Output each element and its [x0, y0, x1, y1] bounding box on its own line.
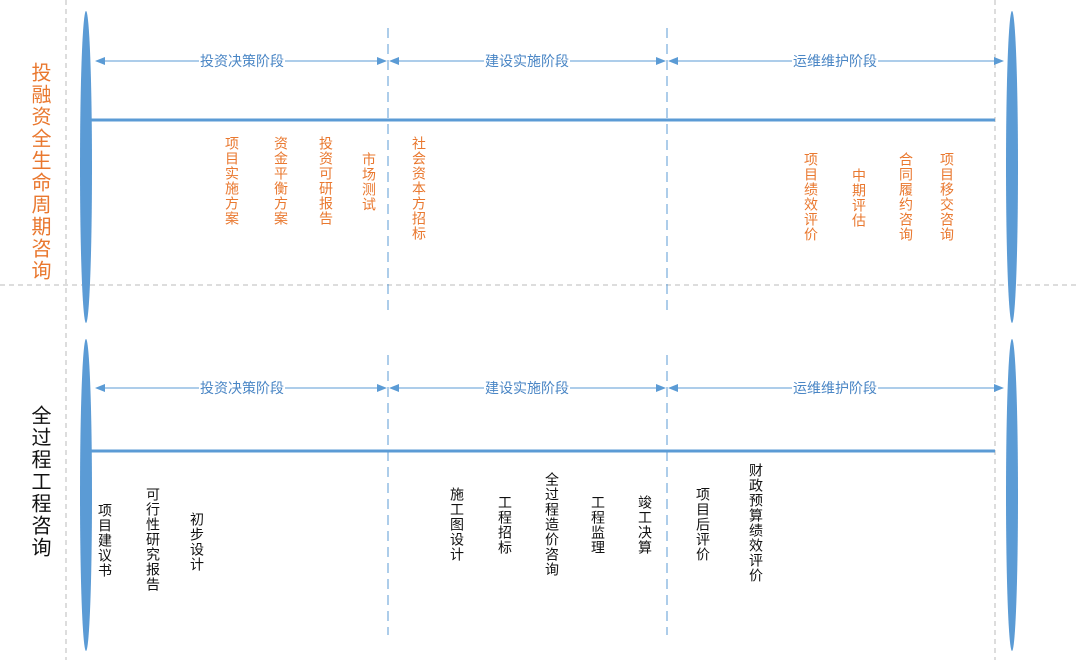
top-item: 项目实施方案 [223, 136, 239, 226]
bottom-item: 工程监理 [589, 495, 605, 555]
bottom-item: 施工图设计 [448, 487, 464, 562]
left-ellipse-bottom [80, 339, 92, 651]
bottom-item: 可行性研究报告 [144, 487, 160, 592]
phase-label: 建设实施阶段 [484, 51, 570, 71]
left-ellipse-top [80, 11, 92, 323]
bottom-item: 项目建议书 [96, 503, 112, 578]
phase-label: 投资决策阶段 [199, 51, 285, 71]
bottom-item: 初步设计 [188, 512, 204, 572]
top-item: 资金平衡方案 [272, 136, 288, 226]
right-ellipse-top [1006, 11, 1018, 323]
top-item: 合同履约咨询 [897, 152, 913, 242]
phase-label: 投资决策阶段 [199, 378, 285, 398]
phase-label: 运维维护阶段 [792, 51, 878, 71]
phase-label: 运维维护阶段 [792, 378, 878, 398]
top-item: 市场测试 [360, 152, 376, 212]
top-item: 社会资本方招标 [410, 136, 426, 241]
right-ellipse-bottom [1006, 339, 1018, 651]
top-section-title: 投融资全生命周期咨询 [28, 62, 52, 282]
bottom-item: 财政预算绩效评价 [747, 463, 763, 583]
top-item: 中期评估 [850, 168, 866, 228]
top-item: 投资可研报告 [317, 136, 333, 226]
bottom-item: 工程招标 [496, 495, 512, 555]
top-item: 项目移交咨询 [938, 152, 954, 242]
phase-label: 建设实施阶段 [484, 378, 570, 398]
top-item: 项目绩效评价 [802, 152, 818, 242]
bottom-item: 项目后评价 [694, 487, 710, 562]
bottom-section-title: 全过程工程咨询 [28, 405, 52, 559]
bottom-item: 竣工决算 [636, 495, 652, 555]
bottom-item: 全过程造价咨询 [543, 472, 559, 577]
